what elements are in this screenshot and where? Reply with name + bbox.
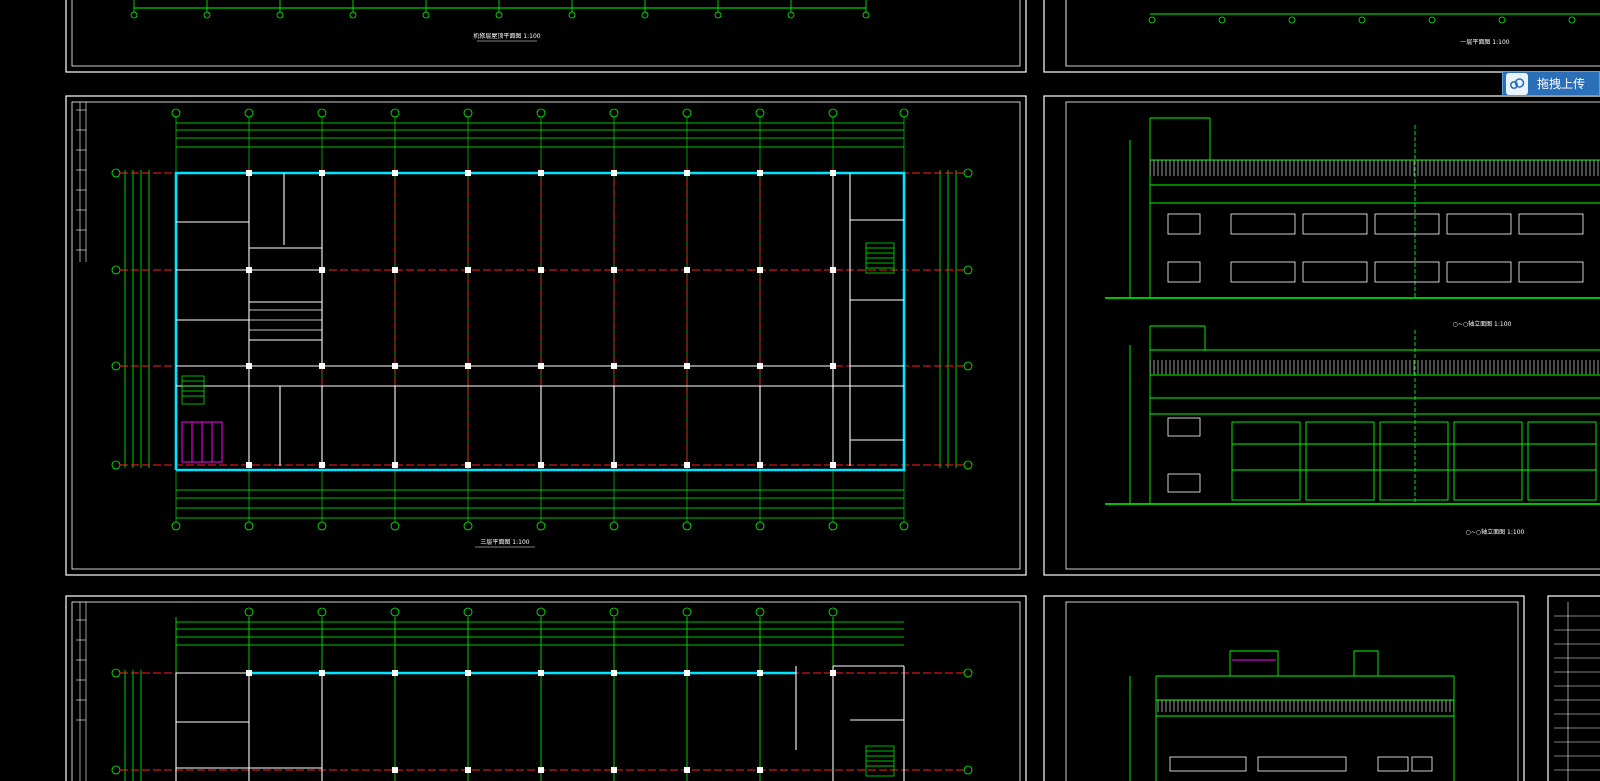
third-floor-grid-lines [120, 168, 965, 470]
third-floor-side-dimensions [111, 168, 973, 470]
elevation-b-title: ○~○轴立面图 1:100 [1466, 528, 1525, 536]
third-floor-title-block [76, 102, 87, 262]
first-floor-title: 一层平面图 1:100 [1460, 39, 1509, 46]
third-floor-stairs [181, 242, 895, 405]
cloud-upload-icon [1506, 72, 1528, 95]
third-floor-columns [246, 170, 836, 468]
elevation-b [1105, 325, 1600, 505]
third-floor-walls [174, 171, 906, 472]
elevation-a-windows [1167, 213, 1584, 283]
third-floor-top-dimensions [171, 108, 909, 148]
third-floor-restroom [181, 421, 223, 463]
sheet-elevation-partial[interactable] [1043, 595, 1600, 781]
sheet-elevations[interactable]: ○~○轴立面图 1:100 ○~○轴立面图 1:100 [1043, 95, 1600, 576]
second-floor-dimensions [111, 607, 973, 781]
upload-button-label: 拖拽上传 [1537, 77, 1586, 91]
sheet-roof-plan[interactable]: 机修层屋顶平面图 1:100 [65, 0, 1027, 73]
elevation-a [1105, 117, 1600, 299]
roof-plan-title: 机修层屋顶平面图 1:100 [473, 32, 540, 40]
sheet-first-floor-partial[interactable]: 一层平面图 1:100 [1043, 0, 1600, 73]
elevation-b-windows [1231, 421, 1597, 501]
elevation-a-title: ○~○轴立面图 1:100 [1453, 320, 1512, 328]
third-floor-title: 三层平面图 1:100 [480, 539, 529, 546]
roof-plan-axis-markers [130, 0, 870, 19]
third-floor-bottom-dimensions [171, 489, 909, 531]
upload-button[interactable]: 拖拽上传 [1502, 71, 1600, 96]
third-floor-partitions [176, 173, 904, 466]
sheet-third-floor-plan[interactable]: 三层平面图 1:100 [65, 95, 1027, 576]
sheet-second-floor-plan[interactable] [65, 595, 1027, 781]
third-floor-axis-lines [175, 117, 905, 522]
